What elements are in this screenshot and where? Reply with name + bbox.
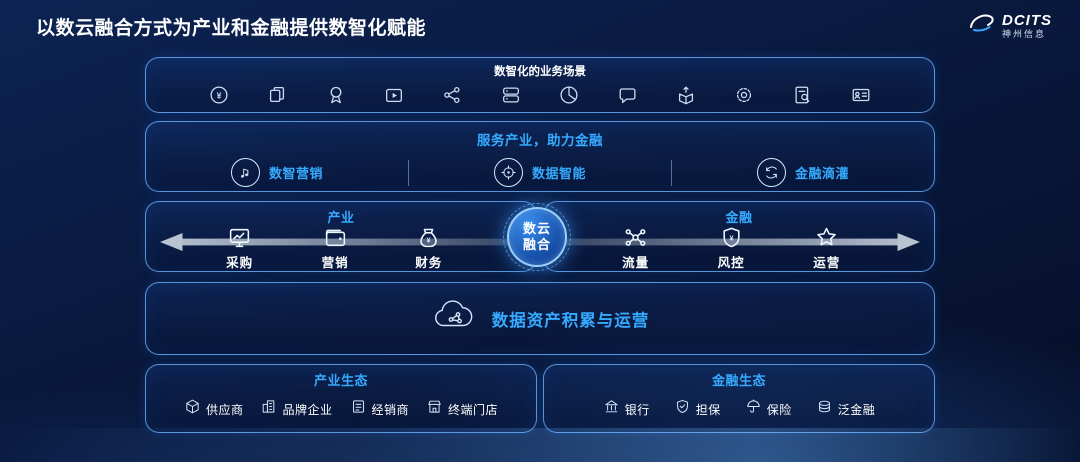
- eco-item-insurance: 保险: [745, 398, 792, 420]
- fusion-line1: 数云: [522, 221, 551, 237]
- divider: [408, 159, 409, 186]
- flow-node-traffic: 流量: [601, 225, 671, 271]
- svg-text:¥: ¥: [217, 90, 222, 100]
- eco-item-label: 泛金融: [837, 402, 876, 417]
- supplier-box-icon: [184, 398, 201, 420]
- finance-title: 金融: [725, 210, 753, 225]
- parcel-upload-icon: [675, 84, 697, 106]
- documents-icon: [266, 84, 288, 106]
- eco-item-guarantee: 担保: [674, 398, 721, 420]
- eco-item-brand: 品牌企业: [260, 398, 332, 420]
- flow-node-label: 流量: [622, 256, 650, 270]
- industry-eco-panel: 产业生态 供应商 品牌企业 经销商: [145, 364, 537, 433]
- dcits-logo: DCITS 神州信息: [968, 12, 1052, 39]
- brand-building-icon: [260, 398, 277, 420]
- eco-item-store: 终端门店: [426, 398, 498, 420]
- industry-title: 产业: [327, 210, 355, 225]
- eco-item-bank: 银行: [603, 398, 650, 420]
- logo-company: 神州信息: [1002, 28, 1047, 39]
- eco-item-label: 供应商: [205, 402, 244, 417]
- data-stack-icon: [500, 84, 522, 106]
- industry-eco-items: 供应商 品牌企业 经销商 终端门店: [146, 398, 536, 420]
- flow-node-procurement: 采购: [205, 225, 275, 271]
- pie-chart-icon: [558, 84, 580, 106]
- guarantee-shield-icon: [674, 398, 691, 420]
- flow-node-label: 营销: [321, 256, 349, 270]
- risk-shield-icon: ¥: [696, 225, 766, 250]
- divider: [671, 159, 672, 186]
- share-network-icon: [441, 84, 463, 106]
- eco-item-label: 经销商: [371, 402, 410, 417]
- digital-marketing-icon: [230, 158, 260, 187]
- svg-text:¥: ¥: [427, 236, 432, 245]
- scenarios-panel: 数智化的业务场景 ¥: [145, 57, 935, 113]
- dealer-list-icon: [350, 398, 367, 420]
- eco-item-label: 终端门店: [448, 402, 499, 417]
- service-label: 金融滴灌: [794, 166, 849, 181]
- eco-item-dealer: 经销商: [350, 398, 410, 420]
- page-title: 以数云融合方式为产业和金融提供数智化赋能: [36, 18, 427, 39]
- finance-eco-items: 银行 担保 保险 泛金融: [544, 398, 934, 420]
- logo-brand: DCITS: [1002, 11, 1052, 29]
- data-asset-label: 数据资产积累与运营: [491, 311, 650, 330]
- doc-search-icon: [792, 84, 814, 106]
- chat-icon: [617, 84, 639, 106]
- scenarios-icon-row: ¥: [146, 79, 934, 106]
- marketing-wallet-icon: [300, 225, 370, 250]
- industry-arrow-left: [160, 233, 528, 251]
- data-asset-panel: 数据资产积累与运营: [145, 282, 935, 355]
- flow-node-operation: 运营: [792, 225, 862, 271]
- eco-item-pan-finance: 泛金融: [816, 398, 876, 420]
- service-item-data-intelligence: 数据智能: [409, 158, 671, 187]
- flow-node-risk: ¥ 风控: [696, 225, 766, 271]
- eco-item-label: 保险: [766, 402, 792, 417]
- flow-node-label: 财务: [415, 256, 443, 270]
- operation-star-icon: [792, 225, 862, 250]
- finance-eco-title: 金融生态: [711, 373, 766, 388]
- flow-node-label: 风控: [717, 256, 745, 270]
- traffic-network-icon: [601, 225, 671, 250]
- id-card-icon: [850, 84, 872, 106]
- flow-node-label: 运营: [813, 256, 841, 270]
- service-label: 数据智能: [531, 166, 586, 181]
- eco-item-label: 银行: [624, 402, 650, 417]
- data-intelligence-icon: [493, 158, 523, 187]
- gear-icon: [733, 84, 755, 106]
- finance-eco-panel: 金融生态 银行 担保 保险: [543, 364, 935, 433]
- service-label: 数智营销: [268, 166, 323, 181]
- insurance-umbrella-icon: [745, 398, 762, 420]
- industry-flow-panel: 产业 采购 营销 ¥: [145, 201, 537, 272]
- service-item-finance-flow: 金融滴灌: [672, 158, 934, 187]
- svg-text:¥: ¥: [729, 233, 734, 242]
- store-icon: [426, 398, 443, 420]
- bottom-glow: [0, 428, 1080, 462]
- award-badge-icon: [325, 84, 347, 106]
- industry-eco-title: 产业生态: [313, 373, 368, 388]
- scenarios-title: 数智化的业务场景: [494, 66, 586, 78]
- logo-swoosh-icon: [968, 12, 996, 39]
- finance-moneybag-icon: ¥: [394, 225, 464, 250]
- fusion-line2: 融合: [522, 237, 551, 252]
- fusion-circle: 数云 融合: [503, 203, 571, 271]
- pan-finance-coins-icon: [816, 398, 833, 420]
- finance-flow-icon: [756, 158, 786, 187]
- eco-item-label: 品牌企业: [282, 402, 333, 417]
- flow-node-label: 采购: [226, 256, 254, 270]
- atm-money-icon: ¥: [208, 84, 230, 106]
- bank-icon: [603, 398, 620, 420]
- services-panel: 服务产业，助力金融 数智营销 数据智能 金融滴灌: [145, 121, 935, 192]
- finance-flow-panel: 金融 流量 ¥ 风控: [543, 201, 935, 272]
- procurement-monitor-icon: [205, 225, 275, 250]
- service-item-digital-marketing: 数智营销: [146, 158, 408, 187]
- flow-node-finance-dept: ¥ 财务: [394, 225, 464, 271]
- services-row: 数智营销 数据智能 金融滴灌: [146, 158, 934, 187]
- eco-item-supplier: 供应商: [184, 398, 244, 420]
- cloud-data-icon: [431, 299, 479, 338]
- video-icon: [383, 84, 405, 106]
- services-title: 服务产业，助力金融: [477, 133, 603, 148]
- eco-item-label: 担保: [695, 402, 721, 417]
- flow-node-marketing: 营销: [300, 225, 370, 271]
